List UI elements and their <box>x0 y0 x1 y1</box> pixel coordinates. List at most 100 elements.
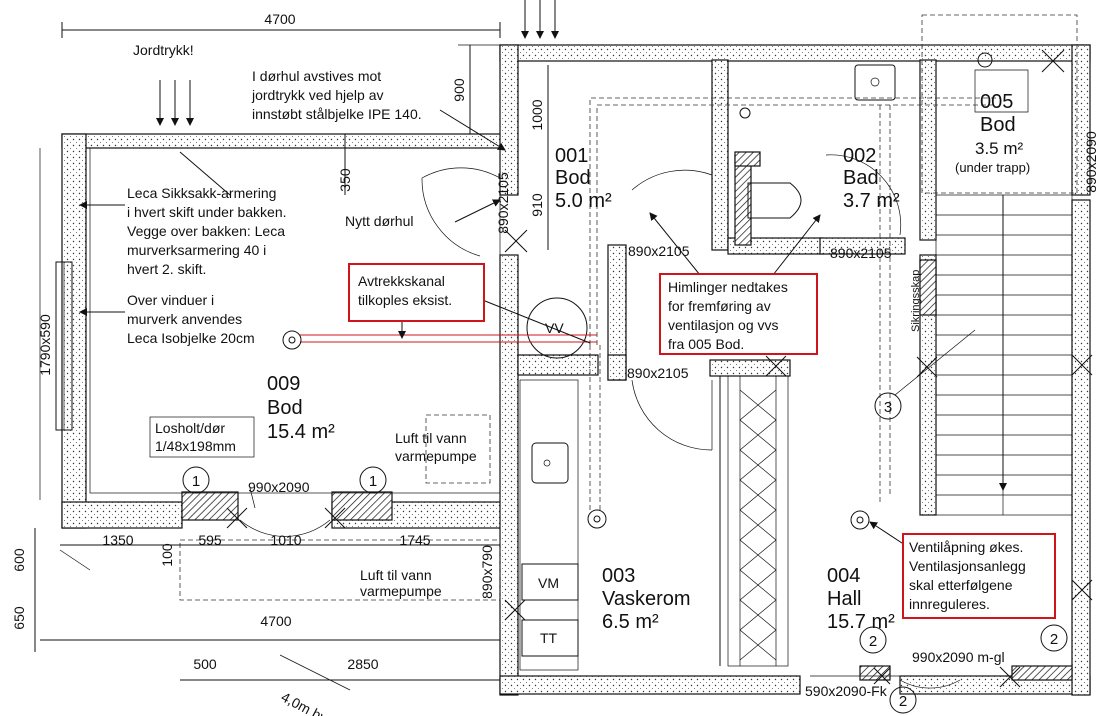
note-luft-2: varmepumpe <box>395 448 477 464</box>
marker-1a-label: 1 <box>192 473 200 490</box>
room-001-area: 5.0 m² <box>555 190 612 212</box>
callout-himling-4: fra 005 Bod. <box>668 336 744 352</box>
dim-595: 595 <box>198 532 222 548</box>
dim-2850: 2850 <box>347 656 378 672</box>
main-building-walls <box>499 44 1091 696</box>
note-jordtrykk: Jordtrykk! <box>133 42 194 58</box>
callout-vent-3: skal etterfølgene <box>909 577 1013 593</box>
room-003-name: Vaskerom <box>602 588 691 610</box>
dim-1745: 1745 <box>399 532 430 548</box>
note-vinduer-1: Over vinduer i <box>127 292 214 308</box>
label-vv: VV <box>545 320 564 336</box>
callout-himling-3: ventilasjon og vvs <box>668 317 779 333</box>
dim-1350: 1350 <box>102 532 133 548</box>
dim-350: 350 <box>337 168 353 192</box>
room-009-area: 15.4 m² <box>267 421 335 443</box>
note-dorhul-1: I dørhul avstives mot <box>252 68 381 84</box>
laundry-fixtures <box>519 297 588 671</box>
marker-2b-label: 2 <box>1050 631 1058 648</box>
room-002-area: 3.7 m² <box>843 190 900 212</box>
callout-box-avtrekk <box>348 263 485 322</box>
callout-avtrekk-2: tilkoples eksist. <box>358 292 452 308</box>
dim-1010: 1010 <box>270 532 301 548</box>
callout-himling-2: for fremføring av <box>668 298 771 314</box>
door-890x2105-a: 890x2105 <box>495 172 511 234</box>
note-nytt-dorhul: Nytt dørhul <box>345 213 413 229</box>
dim-100: 100 <box>159 543 175 567</box>
dimension-lines <box>34 22 900 681</box>
note-dorhul-3: innstøbt stålbjelke IPE 140. <box>252 106 422 122</box>
note-leca-5: hvert 2. skift. <box>127 261 206 277</box>
callout-himling-1: Himlinger nedtakes <box>668 279 788 295</box>
room-002-number: 002 <box>843 145 876 167</box>
callout-vent-2: Ventilasjonsanlegg <box>909 558 1026 574</box>
note-leca-3: Vegge over bakken: Leca <box>127 223 285 239</box>
note-vinduer-3: Leca Isobjelke 20cm <box>127 330 255 346</box>
losholt-box <box>149 416 255 458</box>
dim-window: 1790x590 <box>37 314 53 376</box>
room-003-area: 6.5 m² <box>602 611 659 633</box>
callout-vent-4: innreguleres. <box>909 596 990 612</box>
section-markers <box>182 392 1068 714</box>
room-003-number: 003 <box>602 565 635 587</box>
note-luft-1: Luft til vann <box>395 430 467 446</box>
note-sikringsskap: Sikringsskap <box>910 270 922 332</box>
marker-1a <box>182 466 210 494</box>
callout-avtrekk-1: Avtrekkskanal <box>358 273 445 289</box>
door-890x2105-d: 890x2105 <box>627 365 689 381</box>
note-leca-1: Leca Sikksakk-armering <box>127 185 276 201</box>
note-losholt-1: Losholt/dør <box>155 420 225 436</box>
room-009-walls <box>55 133 503 529</box>
label-tt: TT <box>540 630 558 646</box>
structural-marks <box>226 49 1093 688</box>
marker-2c-label: 2 <box>899 693 907 710</box>
marker-3-label: 3 <box>884 399 892 416</box>
note-leca-4: murverksarmering 40 i <box>127 242 266 258</box>
dim-990x2090-a: 990x2090 <box>248 479 310 495</box>
leader-lines <box>59 0 976 691</box>
note-vinduer-2: murverk anvendes <box>127 311 242 327</box>
dim-1000: 1000 <box>529 99 545 130</box>
room-004-area: 15.7 m² <box>827 611 895 633</box>
dim-890x2090-right: 890x2090 <box>1083 131 1099 193</box>
room-009-number: 009 <box>267 373 300 395</box>
dim-500: 500 <box>193 656 217 672</box>
exhaust-duct <box>300 334 597 343</box>
callout-vent-1: Ventilåpning økes. <box>909 539 1023 555</box>
door-890x2105-b: 890x2105 <box>628 243 690 259</box>
marker-2c <box>889 686 917 714</box>
door-swings <box>239 154 961 689</box>
note-building-line: 4,0m bygg <box>279 689 344 716</box>
note-luft-b1: Luft til vann <box>360 567 432 583</box>
room-004-name: Hall <box>827 588 861 610</box>
marker-1b <box>359 466 387 494</box>
dim-990x2090-mgl: 990x2090 m-gl <box>912 649 1005 665</box>
door-890x2105-c: 890x2105 <box>830 245 892 261</box>
vent-terminals <box>282 52 993 530</box>
room-004-number: 004 <box>827 565 860 587</box>
room-005-number: 005 <box>980 91 1013 113</box>
dim-900: 900 <box>451 78 467 102</box>
room-005-area: 3.5 m² <box>975 139 1024 158</box>
callout-box-himling <box>659 273 818 355</box>
marker-2a <box>859 626 887 654</box>
dim-top-width: 4700 <box>264 11 295 27</box>
note-leca-2: i hvert skift under bakken. <box>127 204 287 220</box>
staircase <box>935 194 1073 516</box>
dim-890x790: 890x790 <box>479 545 495 599</box>
wardrobe <box>719 375 789 667</box>
marker-2b <box>1040 624 1068 652</box>
label-vm: VM <box>538 575 559 591</box>
dim-590x2090: 590x2090-Fk <box>805 683 888 699</box>
note-losholt-2: 1/48x198mm <box>155 438 236 454</box>
marker-3 <box>874 392 902 420</box>
marker-1b-label: 1 <box>369 473 377 490</box>
dim-650: 650 <box>11 606 27 630</box>
room-005-note: (under trapp) <box>955 160 1030 175</box>
dim-bottom-width: 4700 <box>260 613 291 629</box>
room-009-name: Bod <box>267 397 303 419</box>
note-dorhul-2: jordtrykk ved hjelp av <box>251 87 384 103</box>
dim-600: 600 <box>11 548 27 572</box>
room-001-number: 001 <box>555 145 588 167</box>
